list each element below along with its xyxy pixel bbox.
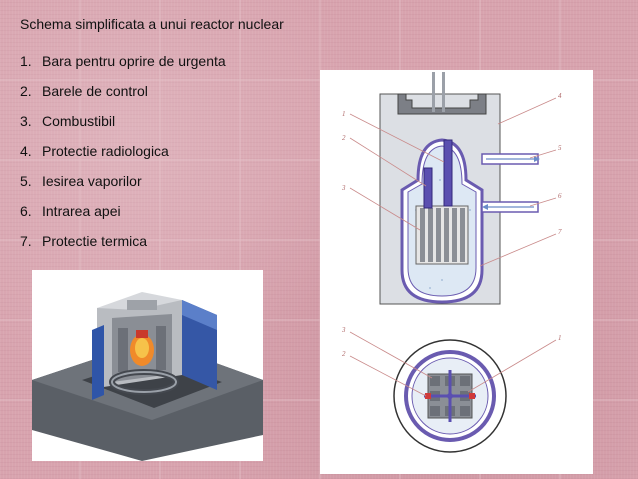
item-number: 7. [20, 233, 32, 249]
reactor-3d-cutaway-image [32, 270, 263, 461]
list-item: 5. Iesirea vaporilor [20, 172, 226, 202]
label-7: 7 [558, 228, 562, 236]
component-list: 1. Bara pentru oprire de urgenta 2. Barele… [20, 52, 226, 262]
label-4: 4 [558, 92, 562, 100]
item-number: 3. [20, 113, 32, 129]
list-item: 7. Protectie termica [20, 232, 226, 262]
item-number: 2. [20, 83, 32, 99]
label-2: 2 [342, 134, 346, 142]
control-rod [423, 167, 433, 209]
item-text: Protectie radiologica [42, 143, 169, 159]
fuel-assembly [415, 205, 469, 265]
label-6: 6 [558, 192, 562, 200]
list-item: 3. Combustibil [20, 112, 226, 142]
item-text: Intrarea apei [42, 203, 121, 219]
label-5: 5 [558, 144, 562, 152]
emergency-rod [443, 139, 453, 207]
list-item: 6. Intrarea apei [20, 202, 226, 232]
cross-section [393, 339, 507, 453]
item-text: Protectie termica [42, 233, 148, 249]
item-text: Iesirea vaporilor [42, 173, 142, 189]
list-item: 4. Protectie radiologica [20, 142, 226, 172]
label-3: 3 [341, 184, 346, 192]
slide-title: Schema simplificata a unui reactor nucle… [20, 16, 284, 32]
item-text: Bara pentru oprire de urgenta [42, 53, 226, 69]
label-3-section: 3 [341, 326, 346, 334]
reactor-schematic-diagram: 1 2 3 4 5 6 7 3 2 [320, 70, 593, 474]
label-1: 1 [342, 110, 346, 118]
item-text: Combustibil [42, 113, 116, 129]
label-1-section: 1 [558, 334, 562, 342]
item-number: 4. [20, 143, 32, 159]
list-item: 2. Barele de control [20, 82, 226, 112]
item-number: 5. [20, 173, 32, 189]
label-2-section: 2 [342, 350, 346, 358]
item-text: Barele de control [42, 83, 148, 99]
list-item: 1. Bara pentru oprire de urgenta [20, 52, 226, 82]
item-number: 6. [20, 203, 32, 219]
item-number: 1. [20, 53, 32, 69]
